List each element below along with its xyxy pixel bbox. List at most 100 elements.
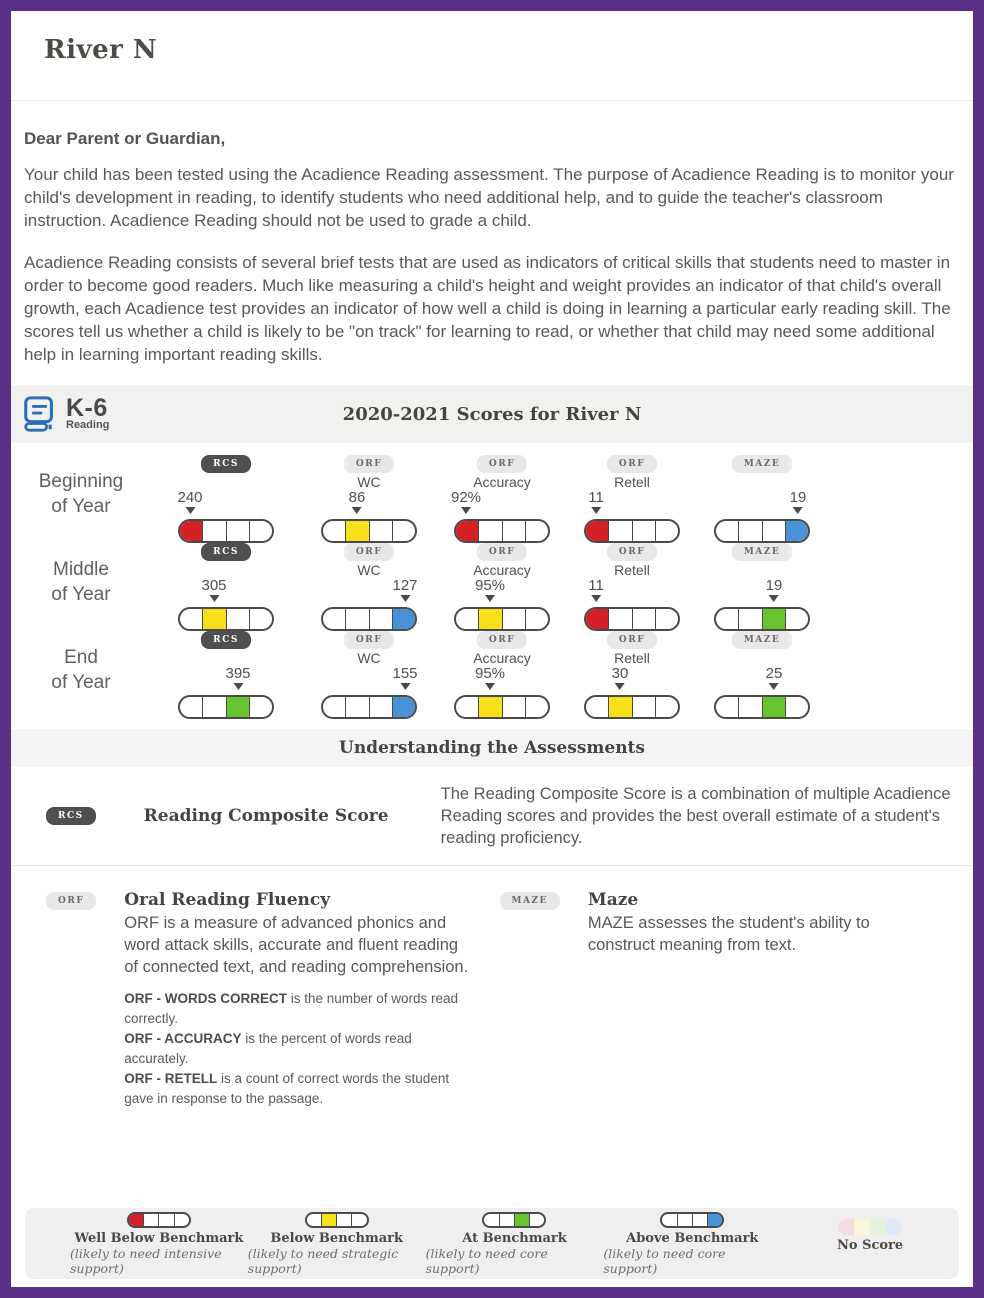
score-marker: 19 [765,577,783,602]
marker-arrow-icon [400,595,410,602]
score-value: 305 [201,577,227,594]
marker-arrow-icon [590,595,601,602]
gauge-segment [180,697,204,717]
legend-item: Well Below Benchmark(likely to need inte… [70,1211,248,1276]
score-gauge-wrap: 395 [178,666,274,719]
student-name-title: River N [44,35,158,65]
marker-arrow-icon [793,507,803,514]
score-cell: MAZE 25 [697,631,827,719]
gauge-segment [762,609,786,629]
gauge-segment [370,697,393,717]
gauge-segment [180,521,204,541]
understanding-band: Understanding the Assessments [11,729,973,767]
gauge-segment [526,609,548,629]
score-marker: 11 [588,578,604,602]
score-value: 25 [765,665,783,682]
legend-item: Above Benchmark(likely to need core supp… [603,1211,781,1276]
marker-arrow-icon [615,683,625,690]
gauge-segment [321,1213,338,1226]
orf-description: ORF is a measure of advanced phonics and… [124,914,469,976]
benchmark-gauge [321,695,417,719]
score-value: 30 [611,665,629,682]
understanding-title: Understanding the Assessments [339,738,645,758]
orf-definition: ORF Oral Reading Fluency ORF is a measur… [46,890,500,1109]
marker-arrow-icon [352,507,362,514]
gauge-segment [370,521,393,541]
legend-item: Below Benchmark(likely to need strategic… [247,1211,426,1276]
gauge-segment [526,697,548,717]
gauge-segment [392,697,415,717]
assessment-sublabel: WC [357,474,381,490]
gauge-segment [500,1213,515,1226]
orf-heading: Oral Reading Fluency [124,890,331,910]
gauge-segment [785,521,808,541]
assessment-badge: RCS [201,455,251,473]
score-cell: RCS 240 [151,455,301,543]
legend-sublabel: (likely to need strategic support) [247,1245,399,1276]
legend-item: At Benchmark(likely to need core support… [425,1211,604,1276]
gauge-segment [484,1213,500,1226]
gauge-segment [886,1219,903,1235]
gauge-segment [503,697,526,717]
legend-label: No Score [836,1238,904,1253]
gauge-segment [175,1214,189,1226]
gauge-segment [656,697,678,717]
assessment-sublabel: Retell [614,474,650,490]
gauge-segment [763,521,786,541]
orf-subskill-list: ORF - WORDS CORRECT is the number of wor… [124,989,459,1109]
legend-item: No Score [781,1219,959,1268]
score-gauge-wrap: 155 [321,666,418,719]
gauge-segment [503,521,526,541]
gauge-segment [456,521,480,541]
score-gauge-wrap: 19 [714,490,810,543]
assessment-badge: ORF [476,543,528,561]
legend-sublabel: (likely to need core support) [603,1245,726,1276]
gauge-segment [609,521,633,541]
gauge-segment [609,609,633,629]
gauge-segment [530,1214,544,1226]
gauge-segment [526,521,548,541]
orf-content: Oral Reading Fluency ORF is a measure of… [124,890,476,1109]
year-row-label-line1: Middle [53,559,109,580]
legend-sublabel: (likely to need core support) [425,1245,548,1276]
gauge-segment [352,1214,366,1226]
assessment-sublabel: Accuracy [473,562,531,578]
assessment-badge: ORF [606,543,658,561]
score-marker: 30 [611,665,629,690]
year-row-label-line1: Beginning [38,471,124,492]
score-marker: 11 [588,490,604,514]
marker-arrow-icon [485,595,495,602]
score-marker: 95% [475,666,505,690]
score-value: 86 [348,489,366,506]
gauge-segment [227,609,250,629]
gauge-segment [227,521,250,541]
gauge-segment [370,609,393,629]
benchmark-gauge [714,519,810,543]
legend-label: At Benchmark [462,1230,567,1246]
score-value: 19 [765,577,783,594]
benchmark-legend: Well Below Benchmark(likely to need inte… [25,1208,959,1279]
gauge-segment [739,697,763,717]
orf-subskill-term: ORF - ACCURACY [124,1031,242,1046]
benchmark-gauge [584,607,680,631]
legend-label: Above Benchmark [626,1230,759,1246]
marker-arrow-icon [590,507,601,514]
benchmark-gauge [714,607,810,631]
score-gauge-wrap: 240 [177,489,274,543]
benchmark-gauge [714,695,810,719]
score-value: 240 [177,489,203,506]
gauge-segment [456,609,480,629]
gauge-segment [250,697,272,717]
assessment-badge: MAZE [731,631,793,649]
gauge-segment [250,521,272,541]
score-marker: 86 [348,489,366,514]
letter-paragraph-2: Acadience Reading consists of several br… [24,253,951,364]
assessment-sublabel: WC [357,562,381,578]
gauge-segment [392,609,415,629]
